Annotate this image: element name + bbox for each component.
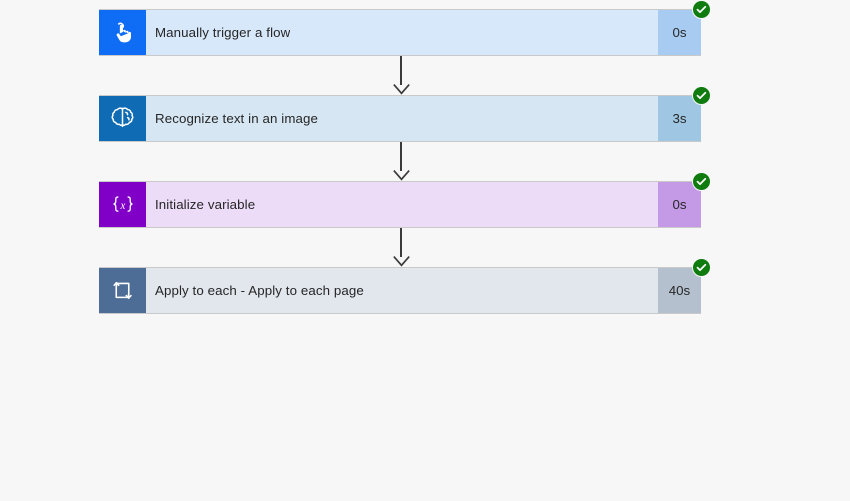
step-title: Recognize text in an image bbox=[155, 110, 318, 126]
step-title: Manually trigger a flow bbox=[155, 24, 291, 40]
step-connector-3 bbox=[392, 228, 410, 267]
flow-step-card-4[interactable]: Apply to each - Apply to each page 40s bbox=[99, 258, 711, 314]
step-title: Apply to each - Apply to each page bbox=[155, 282, 364, 298]
step-body: Apply to each - Apply to each page bbox=[146, 268, 658, 313]
step-connector-1 bbox=[392, 56, 410, 95]
flow-step-card-3[interactable]: x Initialize variable 0s bbox=[99, 172, 711, 228]
brain-icon bbox=[99, 96, 146, 141]
connector-line bbox=[400, 142, 402, 171]
check-circle-icon bbox=[692, 86, 711, 105]
step-duration: 0s bbox=[658, 182, 701, 227]
arrow-down-icon bbox=[392, 256, 410, 267]
connector-line bbox=[400, 228, 402, 257]
step-body: Initialize variable bbox=[146, 182, 658, 227]
svg-text:x: x bbox=[119, 199, 125, 211]
loop-icon bbox=[99, 268, 146, 313]
step-body: Manually trigger a flow bbox=[146, 10, 658, 55]
arrow-down-icon bbox=[392, 84, 410, 95]
flow-step-card-1[interactable]: Manually trigger a flow 0s bbox=[99, 0, 711, 56]
step-body: Recognize text in an image bbox=[146, 96, 658, 141]
tap-hand-icon bbox=[99, 10, 146, 55]
step-duration: 3s bbox=[658, 96, 701, 141]
arrow-down-icon bbox=[392, 170, 410, 181]
connector-line bbox=[400, 56, 402, 85]
step-duration: 0s bbox=[658, 10, 701, 55]
check-circle-icon bbox=[692, 172, 711, 191]
flow-step-card-2[interactable]: Recognize text in an image 3s bbox=[99, 86, 711, 142]
step-duration: 40s bbox=[658, 268, 701, 313]
step-connector-2 bbox=[392, 142, 410, 181]
check-circle-icon bbox=[692, 258, 711, 277]
step-title: Initialize variable bbox=[155, 196, 256, 212]
variable-braces-icon: x bbox=[99, 182, 146, 227]
check-circle-icon bbox=[692, 0, 711, 19]
